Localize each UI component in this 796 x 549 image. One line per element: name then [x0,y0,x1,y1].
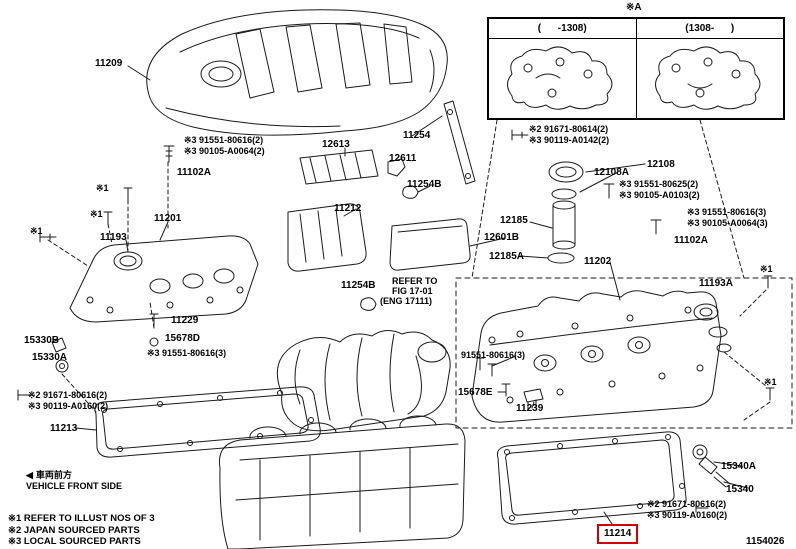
part-label[interactable]: 15330A [32,352,68,363]
clamp-11254b-drawing [402,185,419,199]
sensor-15340-drawing [692,444,731,488]
pcv-pipe-drawing [443,100,476,185]
legend-line-1: ※1 REFER TO ILLUST NOS OF 3 [8,513,155,524]
part-label[interactable]: 12601B [484,232,520,243]
right-valve-cover-drawing [471,290,722,423]
inset-header: ( -1308) (1308- ) [489,19,783,39]
inset-header-left: ( -1308) [537,23,587,34]
figure-code: 1154026 [746,536,785,547]
bracket-12611-drawing [387,158,406,177]
inset-header-right: (1308- ) [635,19,784,38]
part-label[interactable]: 11229 [171,315,199,326]
part-label: ※1 [30,226,43,236]
part-label[interactable]: 15678E [458,387,493,398]
part-label[interactable]: 11254B [341,280,376,291]
part-label[interactable]: 11193A [699,278,733,289]
dashed-leader-lines [47,119,771,421]
part-label[interactable]: 11239 [516,403,544,414]
cover-11212-drawing [287,203,367,272]
vehicle-front-en: VEHICLE FRONT SIDE [26,481,123,491]
part-label[interactable]: ※3 90119-A0160(2) [28,401,109,411]
part-label[interactable]: 11213 [50,423,78,434]
part-label[interactable]: 12185A [489,251,525,262]
part-label[interactable]: ※3 91551-80616(3) [147,348,227,358]
oil-control-valve-drawing [51,337,69,373]
intake-manifold-drawing [276,330,451,432]
part-label[interactable]: ※3 90119-A0142(2) [529,135,610,145]
part-label[interactable]: 11201 [154,213,182,224]
legend: ※1 REFER TO ILLUST NOS OF 3 ※2 JAPAN SOU… [8,513,155,548]
part-label[interactable]: ※3 91551-80616(2) [184,135,264,145]
inset-gasket-left [507,46,613,110]
part-label: FIG 17-01 [392,286,433,296]
inset-panel: ( -1308) (1308- ) [487,17,785,120]
inset-body [489,39,783,118]
part-label: REFER TO [392,276,438,286]
part-label[interactable]: 91551-80616(3) [461,350,526,360]
clamp-11254b2-drawing [360,297,377,311]
part-label[interactable]: ※3 90105-A0064(3) [687,218,768,228]
part-label: ※1 [760,264,773,274]
cylinder-block-drawing [218,415,466,549]
engine-cover-drawing [146,9,448,136]
inset-right-half [635,39,784,118]
part-label[interactable]: 11209 [95,58,123,69]
part-label[interactable]: 15340A [721,461,757,472]
part-label[interactable]: 15678D [165,333,201,344]
part-label[interactable]: 12613 [322,139,350,150]
part-label[interactable]: 11102A [177,167,211,178]
part-label[interactable]: 15340 [726,484,754,495]
part-label[interactable]: 12185 [500,215,528,226]
part-label-highlighted[interactable]: 11214 [597,524,639,544]
part-label[interactable]: 12108A [594,167,630,178]
part-label[interactable]: ※2 91671-80616(2) [647,499,727,509]
leader-lines [75,65,749,525]
inset-marker: ※A [626,2,642,13]
part-label: ※1 [764,377,777,387]
vehicle-front-note: ◀車両前方 VEHICLE FRONT SIDE [26,470,122,492]
right-gasket-drawing [496,431,687,525]
cover-12601b-drawing [389,218,471,271]
part-label: ※1 [90,209,103,219]
left-valve-cover-drawing [69,235,259,323]
inset-gasket-right [655,46,761,110]
vehicle-front-jp: 車両前方 [35,470,72,480]
part-label: ※1 [96,183,109,193]
oil-filler-cap-drawing [547,161,584,264]
part-label[interactable]: ※3 90119-A0160(2) [647,510,728,520]
part-label[interactable]: 11202 [584,256,612,267]
part-label[interactable]: 15330B [24,335,60,346]
part-label[interactable]: ※3 90105-A0103(2) [619,190,700,200]
part-label[interactable]: 12611 [389,153,417,164]
fastener-icons [17,129,775,513]
part-label[interactable]: ※3 90105-A0064(2) [184,146,265,156]
part-label[interactable]: 11102A [674,235,708,246]
part-label[interactable]: 11254B [407,179,442,190]
vehicle-front-arrow-icon: ◀ [26,470,33,480]
part-label[interactable]: 11212 [334,203,362,214]
legend-line-3: ※3 LOCAL SOURCED PARTS [8,536,141,547]
part-label[interactable]: ※3 91551-80616(3) [687,207,767,217]
part-label: (ENG 17111) [380,296,433,306]
part-label[interactable]: 12108 [647,159,675,170]
part-label[interactable]: ※2 91671-80616(2) [28,390,108,400]
part-label[interactable]: ※2 91671-80614(2) [529,124,609,134]
bracket-11239-drawing [523,388,544,411]
part-label[interactable]: ※3 91551-80625(2) [619,179,699,189]
legend-line-2: ※2 JAPAN SOURCED PARTS [8,524,140,536]
air-duct-drawing [299,149,379,185]
part-label[interactable]: 11193 [100,232,127,243]
part-label[interactable]: 11254 [403,130,431,141]
